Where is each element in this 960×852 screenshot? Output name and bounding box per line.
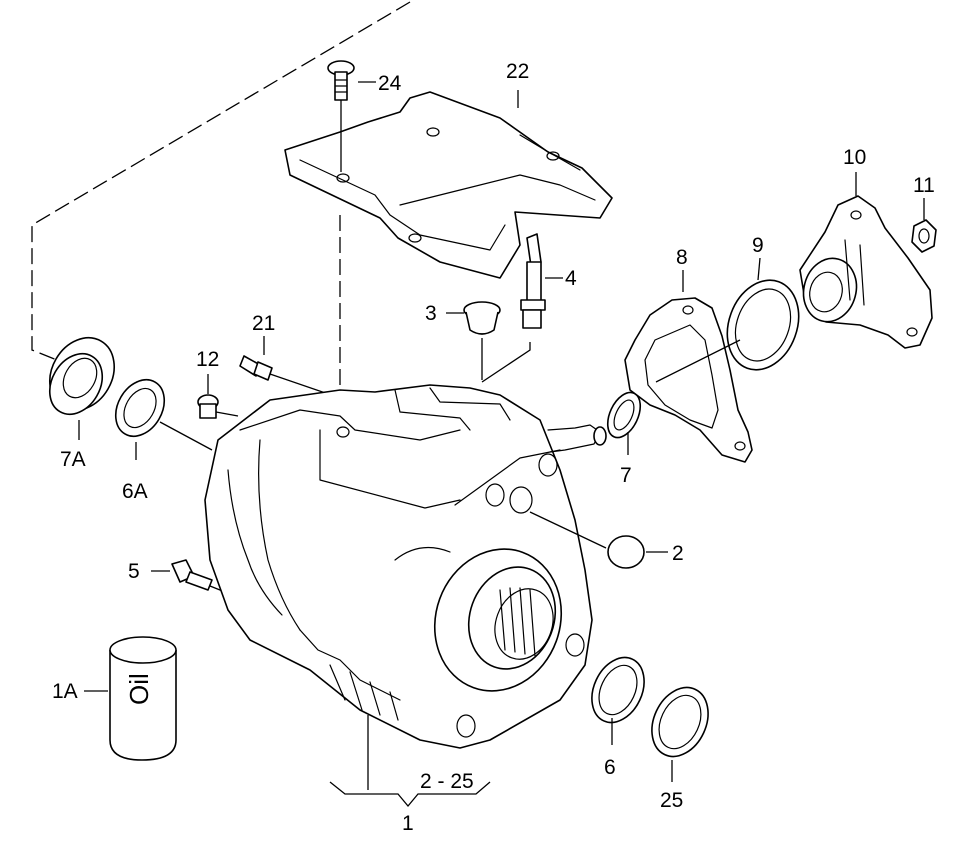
callout-12: 12 [196,348,219,371]
callout-labels: 24 22 4 3 8 9 10 11 21 12 7A 6A 5 1A 7 2… [52,60,935,835]
part-12-plug [197,394,239,419]
callout-2: 2 [672,542,684,565]
part-1-housing [204,384,607,749]
callout-3: 3 [425,302,437,325]
callout-7: 7 [620,464,632,487]
part-9-seal-ring [655,279,800,383]
part-8-gasket [624,297,753,463]
callout-8: 8 [676,246,688,269]
callout-11: 11 [913,174,935,197]
callout-10: 10 [843,146,866,169]
callout-6: 6 [604,756,616,779]
part-3-plug [463,301,501,380]
part-6A-ring [114,378,213,451]
part-25-seal [651,686,709,758]
callout-21: 21 [252,312,275,335]
part-24-screw [327,60,355,172]
callout-9: 9 [752,234,764,257]
part-6-ring [591,656,645,724]
part-11-nut [911,219,937,253]
callout-6A: 6A [122,480,148,503]
callout-22: 22 [506,60,529,83]
part-10-flange [799,195,933,349]
callout-leaders [78,81,925,808]
callout-5: 5 [128,560,140,583]
part-2-cap [529,511,645,569]
callout-1A: 1A [52,680,78,703]
svg-text:Oil: Oil [124,673,154,705]
part-4-stud [520,233,546,329]
part-7A-seal [48,337,115,415]
callout-25: 25 [660,789,683,812]
callout-4: 4 [565,267,577,290]
callout-24: 24 [378,72,402,95]
part-22-cover-plate [284,91,613,279]
callout-1: 1 [402,812,414,835]
callout-7A: 7A [60,448,86,471]
callout-range: 2 - 25 [420,770,474,793]
part-1A-oil-can: Oil [109,636,177,761]
